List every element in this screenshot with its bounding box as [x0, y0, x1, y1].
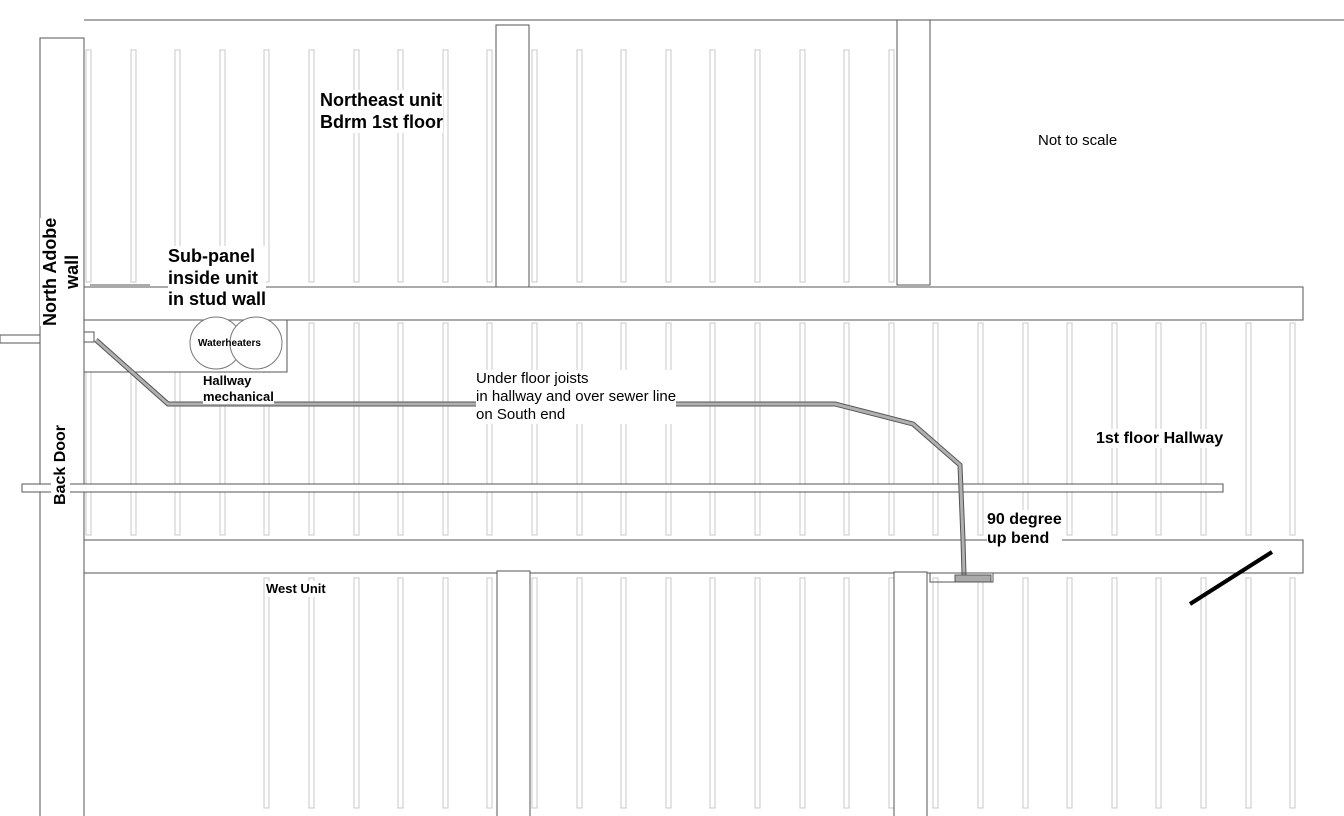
joist [486, 577, 493, 809]
marker-line [1188, 550, 1274, 606]
joist [308, 577, 315, 809]
joist [977, 322, 984, 536]
joist [576, 49, 583, 283]
joist [353, 322, 360, 536]
post [896, 19, 931, 286]
joist [1245, 322, 1252, 536]
joist [754, 577, 761, 809]
joist [263, 577, 270, 809]
joist [531, 322, 538, 536]
joist [754, 322, 761, 536]
joist [843, 322, 850, 536]
panel-stub [83, 331, 95, 343]
joist [486, 49, 493, 283]
joist [442, 49, 449, 283]
pipe-foot [954, 574, 992, 583]
joist [977, 577, 984, 809]
joist [709, 322, 716, 536]
joist [1066, 577, 1073, 809]
joist [620, 577, 627, 809]
joist [888, 577, 895, 809]
joist [130, 49, 137, 283]
joist [1200, 577, 1207, 809]
joist [888, 322, 895, 536]
joist [932, 322, 939, 536]
joist [620, 322, 627, 536]
joist [620, 49, 627, 283]
joist [888, 49, 895, 283]
not-to-scale-label: Not to scale [1038, 132, 1118, 150]
waterheaters-label: Waterheaters [198, 338, 261, 349]
floor-joists [85, 49, 1296, 809]
joist [843, 577, 850, 809]
joist [665, 577, 672, 809]
joist [353, 49, 360, 283]
joist [1022, 577, 1029, 809]
post [893, 571, 928, 816]
post [495, 24, 530, 288]
joist [531, 577, 538, 809]
south-beam [83, 539, 1304, 574]
waterheater-right [229, 316, 283, 370]
back-door-label: Back Door [51, 424, 71, 505]
post [496, 570, 531, 816]
joist [1022, 322, 1029, 536]
joist [308, 49, 315, 283]
joist [353, 577, 360, 809]
joist [665, 322, 672, 536]
joist [576, 577, 583, 809]
joist [85, 49, 92, 283]
rail [21, 483, 1224, 493]
joist [799, 322, 806, 536]
joist [308, 322, 315, 536]
joist [754, 49, 761, 283]
joist [442, 322, 449, 536]
west-unit-label: West Unit [266, 581, 326, 597]
joist [397, 577, 404, 809]
joist [665, 49, 672, 283]
north-adobe-wall [39, 37, 85, 816]
joist [486, 322, 493, 536]
joist [1111, 577, 1118, 809]
joist [1066, 322, 1073, 536]
joist [397, 49, 404, 283]
joist [799, 49, 806, 283]
joist [1289, 322, 1296, 536]
joist [576, 322, 583, 536]
joist [709, 49, 716, 283]
joist [932, 577, 939, 809]
joist [1155, 577, 1162, 809]
joist [843, 49, 850, 283]
north-beam [83, 286, 1304, 321]
first-floor-hallway-label: 1st floor Hallway [1096, 429, 1224, 449]
joist [1245, 577, 1252, 809]
joist [442, 577, 449, 809]
joist [1289, 577, 1296, 809]
back-door-conduit [0, 334, 41, 344]
joist [531, 49, 538, 283]
joist [263, 49, 270, 283]
joist [397, 322, 404, 536]
joist [709, 577, 716, 809]
joist [799, 577, 806, 809]
